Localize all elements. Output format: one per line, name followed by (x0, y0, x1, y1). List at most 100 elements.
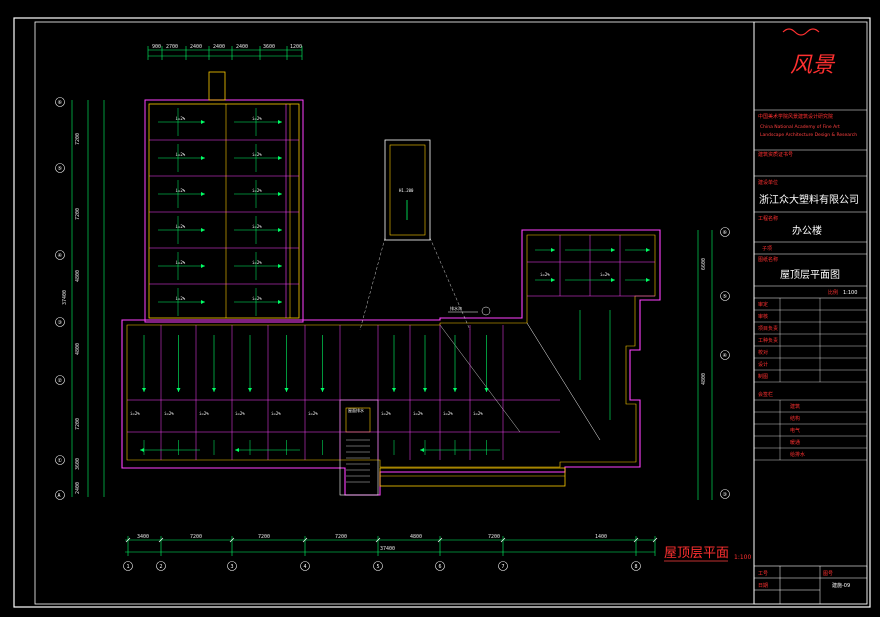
arrow-head (423, 388, 427, 392)
right-dim-2: 4800 (701, 373, 707, 385)
slope-label: i=2% (199, 411, 209, 416)
arrow-head (646, 248, 650, 252)
arrow-head (201, 264, 205, 268)
grid-right-4: ③ (723, 492, 728, 498)
arrow-head (551, 248, 555, 252)
arrow-head (212, 388, 216, 392)
tb-row-label: 审定 (758, 301, 768, 308)
slope-label: i=2% (381, 411, 391, 416)
grid-bottom-5: 5 (377, 564, 380, 570)
arrow-head (248, 388, 252, 392)
title-block: 风景 中国美术学院风景建筑设计研究院 China National Academ… (753, 28, 868, 605)
slope-label: i=2% (130, 411, 140, 416)
grid-left-2: ⑤ (58, 166, 63, 172)
grid-bottom-3: 3 (231, 564, 234, 570)
arrow-head (278, 192, 282, 196)
bottom-tick-mark (375, 537, 381, 543)
bottom-tick-mark (302, 537, 308, 543)
arrow-head (235, 448, 239, 452)
bottom-dim-total: 37400 (380, 546, 395, 552)
arrow-head (484, 388, 489, 392)
arrow-head (176, 388, 181, 392)
arrow-head (278, 300, 282, 304)
arrow-head (201, 156, 205, 160)
slope-label: i=2% (252, 296, 262, 301)
top-dim-3: 2400 (190, 44, 202, 50)
bottom-dim-2: 7200 (190, 534, 202, 540)
arrow-head (201, 192, 205, 196)
slope-label: i=2% (252, 116, 262, 121)
bottom-tick-mark (652, 537, 658, 543)
tb-client: 浙江众大塑料有限公司 (759, 193, 859, 206)
top-dimension-chain: 900 2700 2400 2400 2400 3600 1200 (147, 44, 303, 60)
top-dim-4: 2400 (213, 44, 225, 50)
tb-scale-label: 比例 (828, 289, 838, 296)
tb-drawing-label: 图纸名称 (758, 256, 778, 263)
bottom-tick-mark (500, 537, 506, 543)
left-dim-3: 4800 (75, 270, 81, 282)
tb-sub-label: 子项 (762, 245, 772, 252)
logo: 风景 (790, 53, 836, 78)
grid-bottom-8: 8 (635, 564, 638, 570)
grid-right-1: ⑥ (723, 230, 728, 236)
bottom-grid-bubbles: 1 2 3 4 5 6 7 8 (123, 561, 641, 571)
tb-project: 办公楼 (792, 224, 822, 237)
grid-left-4: ③ (58, 320, 63, 326)
tb-row-label: 审核 (758, 313, 768, 320)
roof-drain-label: 屋面排水 (348, 407, 364, 413)
grid-bottom-2: 2 (160, 564, 163, 570)
bottom-tick-mark (158, 537, 164, 543)
arrow-head (201, 300, 205, 304)
top-dim-2: 2700 (166, 44, 178, 50)
tb-sign-label: 暖通 (790, 439, 800, 446)
outer-frame (13, 17, 871, 608)
tb-red-line-2: Landscape Architecture Design & Research (760, 132, 857, 138)
grid-left-5: ② (58, 378, 63, 384)
tb-sheet: 建施-09 (832, 582, 850, 589)
slope-label: i=2% (176, 188, 186, 193)
arrow-head (278, 120, 282, 124)
arrow-head (201, 228, 205, 232)
grid-bottom-4: 4 (304, 564, 307, 570)
slope-label: i=2% (473, 411, 483, 416)
slope-label: i=2% (252, 152, 262, 157)
stair-tower-roof (208, 71, 226, 101)
left-dim-7: 2400 (75, 482, 81, 494)
top-dim-5: 2400 (236, 44, 248, 50)
tb-row-label: 工种负责 (758, 337, 778, 344)
slope-label: i=2% (252, 188, 262, 193)
arrow-head (142, 388, 146, 392)
drain-annotation: 排水沟 屋面排水 (348, 305, 491, 413)
left-dim-6: 3600 (75, 458, 81, 470)
tb-sign-label: 电气 (790, 427, 800, 434)
top-dim-7: 1200 (290, 44, 302, 50)
grid-left-1: ⑥ (58, 100, 63, 106)
slope-label: i=2% (600, 272, 610, 277)
top-dim-1: 900 (152, 44, 161, 50)
bottom-tick-mark (633, 537, 639, 543)
left-dim-4: 4800 (75, 343, 81, 355)
tb-project-label: 工程名称 (758, 215, 778, 222)
left-dim-5: 7200 (75, 418, 81, 430)
arrow-head (201, 120, 205, 124)
detail-callout: H1.200 (359, 139, 471, 331)
tower-block: i=2%i=2%i=2%i=2%i=2%i=2%i=2%i=2%i=2%i=2%… (144, 71, 304, 323)
bottom-dim-6: 7200 (488, 534, 500, 540)
tb-row-label: 制图 (758, 373, 768, 380)
left-grid-bubbles: ⑥ ⑤ ④ ③ ② ① A (55, 97, 65, 500)
tb-sheet-label: 图号 (823, 571, 833, 577)
arrow-head (611, 278, 615, 282)
tb-row-label: 设计 (758, 361, 768, 368)
slope-label: i=2% (176, 224, 186, 229)
tb-sign-label: 结构 (790, 415, 800, 422)
drawing-caption: 屋顶层平面 (664, 546, 729, 561)
drain-label: 排水沟 (450, 305, 462, 311)
tb-drawing-name: 屋顶层平面图 (780, 269, 840, 281)
bottom-dim-4: 7200 (335, 534, 347, 540)
tb-sign-label: 会签栏 (758, 391, 773, 398)
slope-label: i=2% (176, 116, 186, 121)
slope-label: i=2% (176, 296, 186, 301)
top-dim-6: 3600 (263, 44, 275, 50)
